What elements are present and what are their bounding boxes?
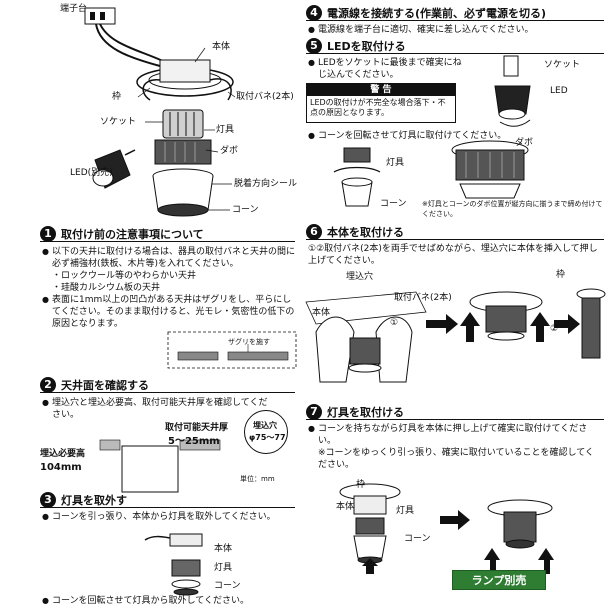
- section-4-header: 4 電源線を接続する(作業前、必ず電源を切る): [306, 4, 604, 21]
- sec7-label-frame: 枠: [356, 480, 366, 490]
- sec7-label-fixture: 灯具: [396, 506, 415, 516]
- section-5-cone-line: コーンを回転させて灯具に取付けてください。: [308, 130, 602, 142]
- section-1-number: 1: [40, 225, 56, 242]
- label-spring: 取付バネ(2本): [236, 92, 294, 102]
- section-5-body: LEDをソケットに最後まで確実にねじ込んでください。: [308, 57, 468, 81]
- fixture-shape: [154, 139, 212, 165]
- sec5-dowel-label: ダボ: [515, 138, 534, 148]
- section-7-header: 7 灯具を取付ける: [306, 403, 604, 420]
- section-4-number: 4: [306, 4, 322, 21]
- label-frame: 枠: [112, 92, 122, 102]
- cone-rotate-drawing: [333, 147, 381, 207]
- label-body: 本体: [212, 42, 231, 52]
- section-1-title: 取付け前の注意事項について: [61, 227, 204, 241]
- sec5-socket-label: ソケット: [544, 60, 581, 70]
- section-6-body: ①②取付バネ(2本)を両手でせばめながら、埋込穴に本体を挿入して押し上げてくださ…: [308, 243, 602, 267]
- label-socket: ソケット: [100, 117, 137, 127]
- section-4-title: 電源線を接続する(作業前、必ず電源を切る): [327, 6, 547, 20]
- section-3-bottom: コーンを回転させて灯具から取外してください。: [42, 595, 298, 607]
- section-1-line-1: 以下の天井に取付ける場合は、器具の取付バネと天井の間に必ず補強材(鉄板、木片等)…: [42, 246, 298, 270]
- section-5-header: 5 LEDを取付ける: [306, 37, 604, 54]
- section-6-line-1: ①②取付バネ(2本)を両手でせばめながら、埋込穴に本体を挿入して押し上げてくださ…: [308, 244, 598, 266]
- section-7-body: コーンを持ちながら灯具を本体に押し上げて確実に取付けてください。 ※コーンをゆっ…: [308, 423, 602, 471]
- section-1-line-4: 表面に1mm以上の凹凸がある天井はザグリをし、平らにしてください。そのまま取付け…: [42, 294, 298, 330]
- install-body-drawing: [305, 288, 606, 383]
- section-4-body: 電源線を端子台に適切、確実に差し込んでください。: [308, 24, 602, 36]
- section-7-line-2: ※コーンをゆっくり引っ張り、確実に取付いていることを確認してください。: [318, 448, 594, 470]
- sec3-label-body: 本体: [214, 544, 233, 554]
- sec6-label-frame: 枠: [556, 270, 566, 280]
- sec6-label-c2: ②: [550, 324, 559, 334]
- ceiling-section-drawing: [99, 439, 221, 493]
- section-2-number: 2: [40, 376, 56, 393]
- sec6-label-spring: 取付バネ(2本): [394, 293, 452, 303]
- zaguri-drawing: [167, 331, 297, 369]
- hole-value: φ75〜77: [249, 433, 286, 442]
- section-6-number: 6: [306, 223, 322, 240]
- sec6-label-hole: 埋込穴: [346, 272, 374, 282]
- embed-height-label: 埋込必要高: [40, 449, 86, 459]
- sec5-note: ※灯具とコーンのダボ位置が縦方向に揃うまで締め付けてください。: [422, 200, 603, 218]
- sec6-label-body: 本体: [312, 308, 331, 318]
- product-exploded-drawing: [84, 7, 236, 217]
- section-4-line-1: 電源線を端子台に適切、確実に差し込んでください。: [308, 24, 602, 36]
- section-2-title: 天井面を確認する: [61, 378, 149, 392]
- section-3-bottom-line: コーンを回転させて灯具から取外してください。: [42, 595, 298, 607]
- unit-label: 単位：mm: [240, 475, 275, 483]
- warning-box: 警 告 LEDの取付けが不完全な場合落下・不点の原因となります。: [306, 83, 456, 123]
- thickness-label: 取付可能天井厚: [165, 423, 229, 433]
- sec3-label-fixture: 灯具: [214, 563, 233, 573]
- section-2-header: 2 天井面を確認する: [40, 376, 295, 393]
- label-terminal: 端子台: [60, 4, 88, 14]
- section-5-title: LEDを取付ける: [327, 39, 406, 53]
- section-1-header: 1 取付け前の注意事項について: [40, 225, 295, 242]
- embed-height-value: 104mm: [40, 462, 82, 473]
- label-cone: コーン: [232, 205, 259, 215]
- section-3-number: 3: [40, 491, 56, 508]
- hole-label: 埋込穴: [253, 421, 277, 430]
- sec5-led-label: LED: [550, 86, 568, 96]
- section-1-line-3: ・珪酸カルシウム板の天井: [52, 283, 161, 293]
- section-7-title: 灯具を取付ける: [327, 405, 404, 419]
- dowel-closeup-drawing: [451, 140, 529, 199]
- warning-text: LEDの取付けが不完全な場合落下・不点の原因となります。: [310, 98, 446, 117]
- warning-title: 警 告: [307, 84, 455, 96]
- section-7-number: 7: [306, 403, 322, 420]
- section-2-body: 埋込穴と埋込必要高、取付可能天井厚を確認してください。: [42, 397, 272, 421]
- socket-shape: [162, 109, 204, 139]
- section-3-body: コーンを引っ張り、本体から灯具を取外してください。: [42, 511, 298, 523]
- install-fixture-drawing: [339, 483, 554, 574]
- section-6-title: 本体を取付ける: [327, 225, 404, 239]
- hole-circle: [244, 410, 288, 454]
- label-led: LED(別売): [70, 168, 113, 178]
- sec5-cone-label: コーン: [380, 199, 407, 209]
- section-2-line-1: 埋込穴と埋込必要高、取付可能天井厚を確認してください。: [42, 397, 272, 421]
- lamp-sold-separately-badge: ランプ別売: [452, 570, 546, 590]
- label-fixture: 灯具: [216, 125, 235, 135]
- sec3-label-cone: コーン: [214, 581, 241, 591]
- section-1-body: 以下の天井に取付ける場合は、器具の取付バネと天井の間に必ず補強材(鉄板、木片等)…: [42, 246, 298, 330]
- led-socket-drawing: [494, 55, 531, 127]
- thickness-value: 5〜25mm: [168, 436, 220, 447]
- section-5-cone-body: コーンを回転させて灯具に取付けてください。: [308, 130, 602, 142]
- section-1-line-2: ・ロックウール等のやわらかい天井: [52, 271, 197, 281]
- sec6-label-c1: ①: [390, 318, 399, 328]
- section-3-header: 3 灯具を取外す: [40, 491, 295, 508]
- label-dowel: ダボ: [220, 146, 239, 156]
- section-5-line-1: LEDをソケットに最後まで確実にねじ込んでください。: [308, 57, 468, 81]
- sec5-fixture-label: 灯具: [386, 158, 405, 168]
- remove-fixture-drawing: [144, 533, 203, 596]
- section-3-title: 灯具を取外す: [61, 493, 127, 507]
- sec7-label-body: 本体: [336, 502, 355, 512]
- section-5-number: 5: [306, 37, 322, 54]
- section-6-header: 6 本体を取付ける: [306, 223, 604, 240]
- label-seal: 脱着方向シール: [234, 179, 298, 189]
- zaguri-label: ザグリを施す: [228, 338, 270, 346]
- sec7-label-cone: コーン: [404, 534, 431, 544]
- section-3-line-1: コーンを引っ張り、本体から灯具を取外してください。: [42, 511, 298, 523]
- section-7-line-1: コーンを持ちながら灯具を本体に押し上げて確実に取付けてください。: [308, 423, 602, 447]
- cone-shape: [157, 203, 209, 217]
